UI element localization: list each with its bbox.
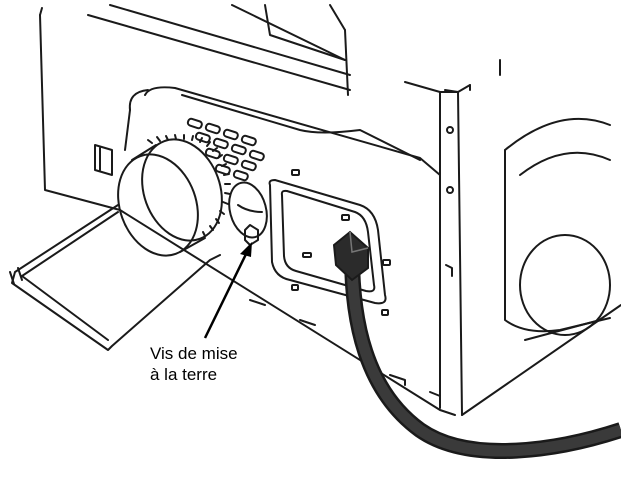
access-flap [94,144,113,176]
panel-bottom-tabs [249,126,454,405]
ground-screw-label-line1: Vis de mise [150,344,238,363]
vent-exhaust-duct [117,134,231,257]
ground-screw-label: Vis de mise à la terre [150,343,238,385]
wire-foot-stand [9,204,221,351]
callout-arrow [203,242,252,339]
ground-screw [228,181,268,246]
dryer-back-panel [39,4,621,416]
ground-screw-label-line2: à la terre [150,365,218,384]
power-cord [332,230,621,459]
terminal-block-cover [268,169,391,316]
dryer-side-panel [499,59,611,341]
